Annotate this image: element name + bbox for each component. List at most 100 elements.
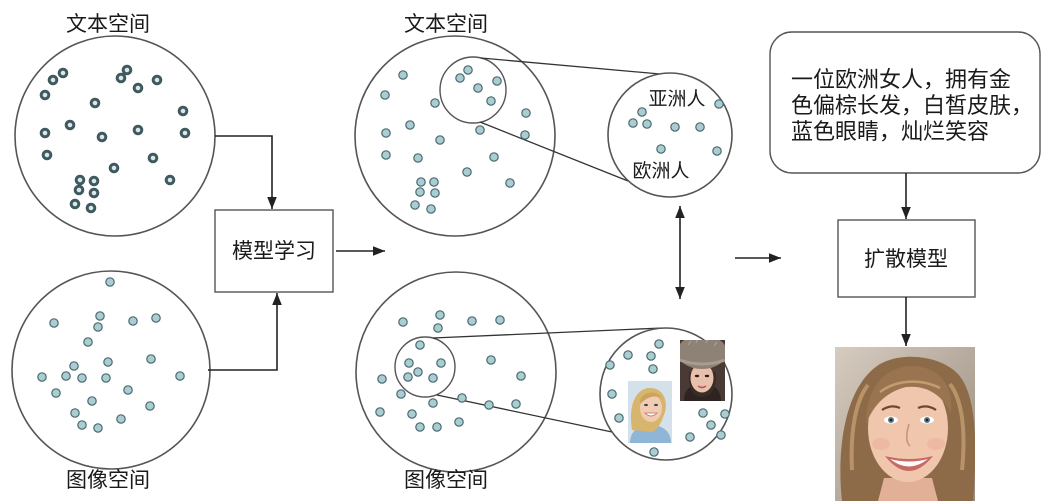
generated-woman-photo bbox=[835, 347, 975, 501]
left-text-space-dots bbox=[39, 64, 191, 214]
image-embedding-dot bbox=[105, 277, 115, 287]
image-embedding-dot bbox=[116, 414, 126, 424]
image-zoom-dots bbox=[605, 339, 730, 457]
joint-text-embedding-dot bbox=[426, 204, 436, 214]
text-embedding-dot bbox=[69, 198, 81, 210]
joint-image-embedding-dot bbox=[433, 323, 443, 333]
text-space-to-model-arrow bbox=[215, 135, 277, 209]
text-embedding-dot bbox=[39, 127, 51, 139]
joint-image-embedding-dot bbox=[457, 393, 467, 403]
text-embedding-dot bbox=[41, 149, 53, 161]
left-image-space-dots bbox=[37, 277, 185, 433]
image-embedding-dot bbox=[83, 337, 93, 347]
joint-text-embedding-dot bbox=[381, 150, 391, 160]
joint-image-embedding-dot bbox=[516, 371, 526, 381]
image-embedding-dot bbox=[77, 373, 87, 383]
text-embedding-dot bbox=[115, 72, 127, 84]
text-embedding-dot bbox=[108, 162, 120, 174]
joint-image-embedding-dot bbox=[486, 355, 496, 365]
joint-text-embedding-dot bbox=[398, 70, 408, 80]
zoomed-image-embedding-dot bbox=[698, 408, 708, 418]
text-embedding-dot bbox=[132, 124, 144, 136]
zoomed-image-embedding-dot bbox=[649, 447, 659, 457]
zoomed-text-embedding-dot bbox=[714, 99, 724, 109]
joint-image-embedding-dot bbox=[398, 317, 408, 327]
european-cluster-label: 欧洲人 bbox=[632, 160, 689, 182]
joint-image-embedding-dot bbox=[403, 372, 413, 382]
zoomed-text-embedding-dot bbox=[712, 146, 722, 156]
middle-text-space-circle bbox=[354, 35, 556, 237]
joint-text-embedding-dot bbox=[405, 120, 415, 130]
text-embedding-dot bbox=[39, 89, 51, 101]
text-embedding-dot bbox=[89, 97, 101, 109]
diffusion-model-box bbox=[837, 219, 976, 298]
joint-text-embedding-dot bbox=[413, 153, 423, 163]
diffusion-model-label: 扩散模型 bbox=[864, 247, 948, 271]
image-embedding-dot bbox=[128, 316, 138, 326]
zoomed-image-embedding-dot bbox=[623, 350, 633, 360]
middle-text-space-label: 文本空间 bbox=[404, 12, 488, 36]
joint-image-embedding-dot bbox=[428, 398, 438, 408]
middle-image-space-circle bbox=[355, 271, 557, 473]
joint-image-embedding-dot bbox=[495, 315, 505, 325]
joint-text-embedding-dot bbox=[462, 167, 472, 177]
joint-text-embedding-dot bbox=[492, 76, 502, 86]
left-text-space-label: 文本空间 bbox=[66, 12, 150, 36]
text-embedding-dot bbox=[73, 184, 85, 196]
joint-text-embedding-dot bbox=[520, 130, 530, 140]
zoomed-image-embedding-dot bbox=[648, 364, 658, 374]
image-embedding-dot bbox=[77, 420, 87, 430]
joint-image-embedding-dot bbox=[415, 340, 425, 350]
joint-text-embedding-dot bbox=[430, 98, 440, 108]
image-embedding-dot bbox=[93, 423, 103, 433]
text-embedding-dot bbox=[164, 174, 176, 186]
image-zoom-connector-top bbox=[432, 327, 663, 339]
zoomed-image-embedding-dot bbox=[607, 389, 617, 399]
joint-image-embedding-dot bbox=[454, 417, 464, 427]
zoomed-image-embedding-dot bbox=[716, 430, 726, 440]
european-woman-photo bbox=[628, 381, 672, 443]
text-embedding-dot bbox=[57, 67, 69, 79]
asian-woman-photo bbox=[680, 340, 725, 401]
image-zoom-connector-bottom bbox=[436, 394, 613, 433]
image-embedding-dot bbox=[175, 371, 185, 381]
text-embedding-dot bbox=[96, 131, 108, 143]
zoomed-image-embedding-dot bbox=[605, 360, 615, 370]
text-prompt-line: 一位欧洲女人，拥有金 bbox=[791, 68, 1011, 93]
zoomed-text-embedding-dot bbox=[656, 144, 666, 154]
joint-text-embedding-dot bbox=[435, 135, 445, 145]
zoomed-image-embedding-dot bbox=[646, 351, 656, 361]
text-embedding-dot bbox=[179, 127, 191, 139]
image-embedding-dot bbox=[123, 385, 133, 395]
text-prompt-line: 色偏棕长发，白皙皮肤， bbox=[791, 94, 1033, 119]
model-learning-label: 模型学习 bbox=[232, 239, 316, 263]
image-space-to-model-arrow bbox=[208, 293, 282, 371]
joint-text-embedding-dot bbox=[381, 128, 391, 138]
joint-text-embedding-dot bbox=[505, 178, 515, 188]
joint-image-embedding-dot bbox=[432, 422, 442, 432]
zoomed-image-embedding-dot bbox=[685, 432, 695, 442]
image-embedding-dot bbox=[151, 313, 161, 323]
joint-text-embedding-dot bbox=[410, 200, 420, 210]
joint-text-embedding-dot bbox=[429, 177, 439, 187]
asian-cluster-label: 亚洲人 bbox=[648, 88, 705, 110]
zoomed-text-embedding-dot bbox=[670, 122, 680, 132]
text-embedding-dot bbox=[177, 105, 189, 117]
text-embedding-dot bbox=[121, 64, 133, 76]
joint-image-embedding-dot bbox=[415, 422, 425, 432]
image-embedding-dot bbox=[70, 408, 80, 418]
model-learning-box bbox=[214, 209, 334, 293]
image-embedding-dot bbox=[51, 388, 61, 398]
text-zoom-connector-bottom bbox=[479, 121, 629, 182]
joint-text-embedding-dot bbox=[455, 73, 465, 83]
joint-text-embedding-dot bbox=[473, 83, 483, 93]
image-embedding-dot bbox=[101, 373, 111, 383]
image-embedding-dot bbox=[87, 396, 97, 406]
text-embedding-dot bbox=[151, 74, 163, 86]
image-embedding-dot bbox=[61, 371, 71, 381]
text-embedding-dot bbox=[132, 82, 144, 94]
left-image-space-circle bbox=[11, 270, 211, 470]
joint-text-embedding-dot bbox=[416, 177, 426, 187]
image-embedding-dot bbox=[49, 318, 59, 328]
text-prompt-line: 蓝色眼睛，灿烂笑容 bbox=[791, 120, 989, 145]
